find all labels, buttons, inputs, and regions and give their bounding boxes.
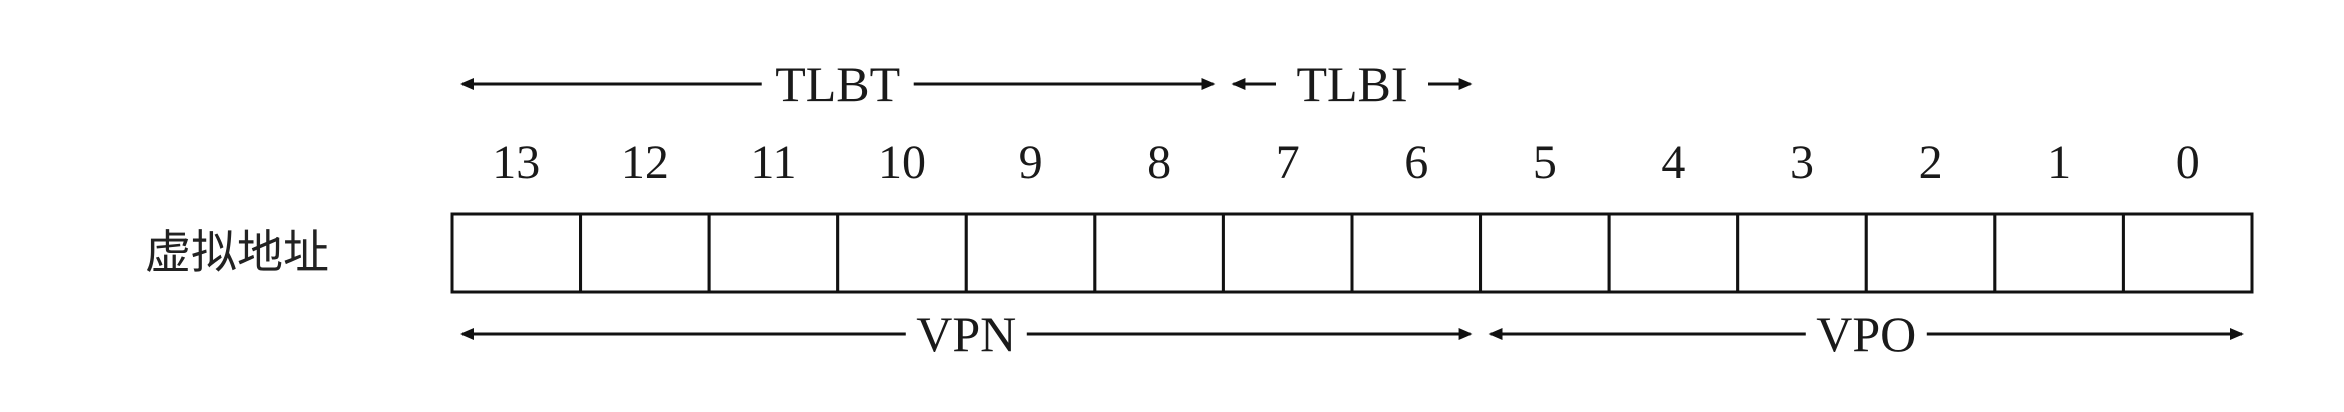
row-label: 虚拟地址 — [145, 225, 329, 279]
bit-number: 7 — [1276, 136, 1300, 189]
bit-cell — [964, 212, 1097, 294]
field-tlbi: TLBI — [1231, 56, 1473, 112]
field-vpn: VPN — [460, 306, 1473, 362]
bit-number: 8 — [1147, 136, 1171, 189]
bit-number: 9 — [1019, 136, 1043, 189]
bit-number: 4 — [1661, 136, 1685, 189]
bit-cell — [1093, 212, 1225, 294]
bit-number: 6 — [1404, 136, 1428, 189]
bit-number: 13 — [492, 136, 540, 189]
bit-number: 0 — [2176, 136, 2200, 189]
top-field-arrows: TLBT TLBI — [460, 56, 1473, 112]
bit-number: 3 — [1790, 136, 1814, 189]
bit-number: 1 — [2047, 136, 2071, 189]
bit-cell — [1350, 212, 1483, 294]
bit-cell — [1736, 212, 1868, 294]
bit-number: 12 — [621, 136, 669, 189]
field-tlbt: TLBT — [460, 56, 1216, 112]
field-label: TLBT — [775, 56, 900, 112]
field-label: VPO — [1816, 306, 1916, 362]
field-vpo: VPO — [1488, 306, 2244, 362]
bit-cell — [1864, 212, 1997, 294]
bit-number: 11 — [750, 136, 796, 189]
bit-cells — [450, 212, 2254, 294]
bit-number: 10 — [878, 136, 926, 189]
bit-cell — [707, 212, 840, 294]
bit-cell — [450, 212, 583, 294]
bit-cell — [579, 212, 711, 294]
bit-number: 2 — [1919, 136, 1943, 189]
bit-number: 5 — [1533, 136, 1557, 189]
bit-cell — [1221, 212, 1354, 294]
bottom-field-arrows: VPN VPO — [460, 306, 2244, 362]
bit-cell — [836, 212, 968, 294]
bit-cell — [2121, 212, 2254, 294]
field-label: VPN — [916, 306, 1016, 362]
bit-cell — [1993, 212, 2125, 294]
field-label: TLBI — [1296, 56, 1407, 112]
bit-cell — [1479, 212, 1611, 294]
bit-cell — [1607, 212, 1740, 294]
